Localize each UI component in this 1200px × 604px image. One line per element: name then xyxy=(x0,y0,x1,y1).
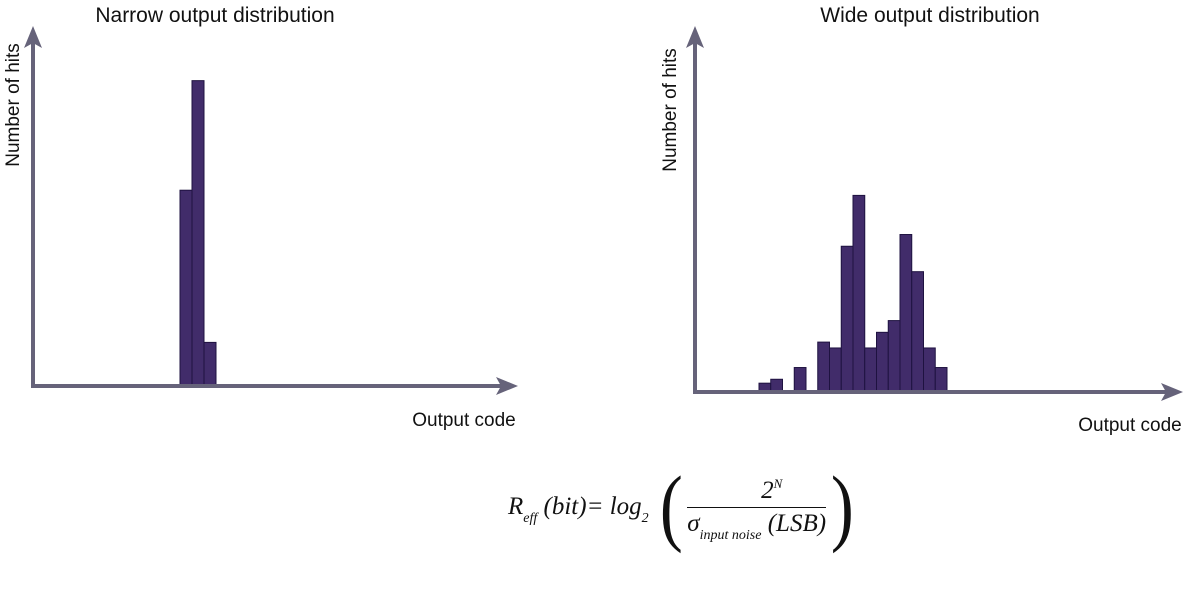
histogram-bar xyxy=(793,367,807,392)
histogram-bar xyxy=(840,245,854,392)
histogram-bar xyxy=(876,331,889,392)
x-axis-label: Output code xyxy=(412,410,516,431)
histogram-bar xyxy=(887,320,901,392)
x-axis-label: Output code xyxy=(1078,415,1182,436)
histogram-bar xyxy=(911,271,924,392)
histogram-bar xyxy=(817,341,830,392)
y-axis-arrow-icon xyxy=(686,26,704,48)
numerator: 2N xyxy=(761,476,783,504)
histogram-bar xyxy=(179,189,193,386)
histogram-bar xyxy=(829,347,842,392)
histogram-bar xyxy=(852,194,866,392)
histogram-bar xyxy=(191,80,205,386)
fraction: 2N σinput noise (LSB) xyxy=(687,476,827,544)
histogram-bar xyxy=(923,347,936,392)
chart-title: Wide output distribution xyxy=(820,4,1039,27)
histogram-bar xyxy=(864,347,877,392)
y-axis-arrow-icon xyxy=(24,26,42,48)
fraction-bar xyxy=(687,507,827,508)
y-axis-label: Number of hits xyxy=(3,43,24,167)
denominator: σinput noise (LSB) xyxy=(687,510,827,543)
histogram-bar xyxy=(770,378,783,392)
y-axis-label: Number of hits xyxy=(660,48,681,172)
bars xyxy=(758,194,948,392)
x-axis-arrow-icon xyxy=(496,377,518,395)
histogram-bar xyxy=(203,341,217,386)
bars xyxy=(179,80,217,386)
effective-resolution-formula: Reff (bit)= log2 ( 2N σinput noise (LSB)… xyxy=(508,463,857,552)
formula-lhs: Reff (bit)= log2 xyxy=(508,493,649,526)
histogram-bar xyxy=(899,234,913,392)
histogram-bar xyxy=(934,367,948,392)
histogram-bar xyxy=(758,382,772,392)
close-paren: ) xyxy=(830,458,854,554)
x-axis-arrow-icon xyxy=(1161,383,1183,401)
chart-title: Narrow output distribution xyxy=(95,4,334,27)
open-paren: ( xyxy=(659,458,683,554)
narrow-chart: Narrow output distribution Number of hit… xyxy=(3,4,518,431)
wide-chart: Wide output distribution Number of hits … xyxy=(660,4,1183,436)
